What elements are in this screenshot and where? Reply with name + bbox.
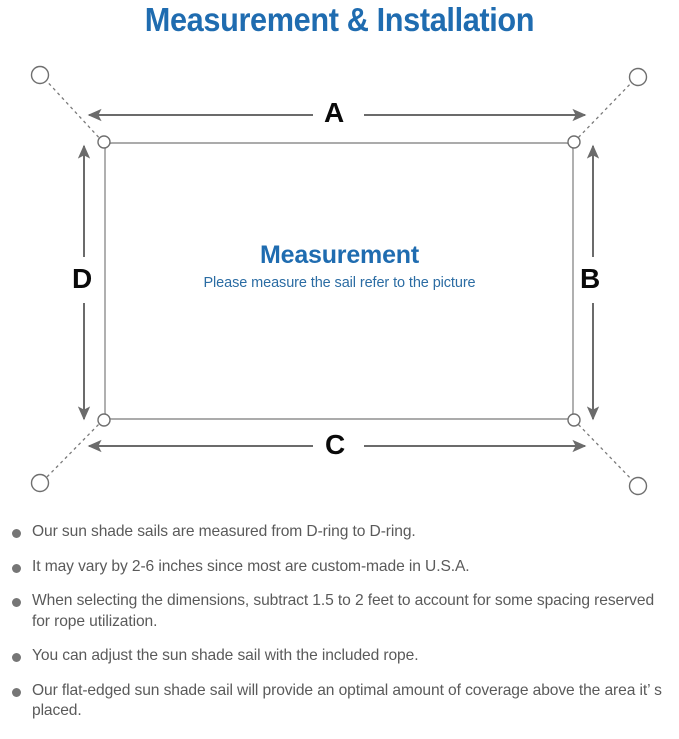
bullet-icon <box>12 563 21 573</box>
note-text: It may vary by 2-6 inches since most are… <box>32 557 470 575</box>
anchor-ring-top-left <box>30 65 50 85</box>
d-ring-bottom-left <box>97 413 111 427</box>
note-text: You can adjust the sun shade sail with t… <box>32 647 419 664</box>
note-text: When selecting the dimensions, subtract … <box>32 592 655 630</box>
d-rings <box>97 135 581 427</box>
note-text: Our flat-edged sun shade sail will provi… <box>32 681 662 720</box>
page-title: Measurement & Installation <box>144 1 535 38</box>
measurement-diagram: A B C D Measurement Please measure the s… <box>0 50 679 510</box>
dimension-label-d: D <box>72 263 93 294</box>
anchor-rings <box>30 65 648 496</box>
rope-lines <box>41 75 638 486</box>
rope-line-bottom-left <box>41 419 104 483</box>
rope-line-top-right <box>573 77 637 143</box>
rope-line-top-left <box>41 75 104 143</box>
notes-list: Our sun shade sails are measured from D-… <box>0 522 679 736</box>
anchor-ring-bottom-left <box>30 473 50 493</box>
sail-rectangle <box>104 142 574 420</box>
note-text: Our sun shade sails are measured from D-… <box>32 523 416 540</box>
d-ring-top-right <box>567 135 581 149</box>
d-ring-bottom-right <box>567 413 581 427</box>
list-item: Our flat-edged sun shade sail will provi… <box>0 681 679 722</box>
anchor-ring-top-right <box>628 67 648 87</box>
list-item: Our sun shade sails are measured from D-… <box>0 522 679 543</box>
diagram-svg <box>30 65 648 496</box>
list-item: When selecting the dimensions, subtract … <box>0 591 679 632</box>
dimension-label-b: B <box>580 263 601 294</box>
dimension-label-c: C <box>325 429 346 460</box>
rope-line-bottom-right <box>573 419 638 486</box>
bullet-icon <box>12 653 21 662</box>
bullet-icon <box>12 687 21 697</box>
dimension-label-a: A <box>324 97 345 128</box>
d-ring-top-left <box>97 135 111 149</box>
list-item: It may vary by 2-6 inches since most are… <box>0 557 679 578</box>
bullet-icon <box>12 598 21 607</box>
anchor-ring-bottom-right <box>628 476 648 496</box>
bullet-icon <box>12 529 21 538</box>
list-item: You can adjust the sun shade sail with t… <box>0 646 679 667</box>
